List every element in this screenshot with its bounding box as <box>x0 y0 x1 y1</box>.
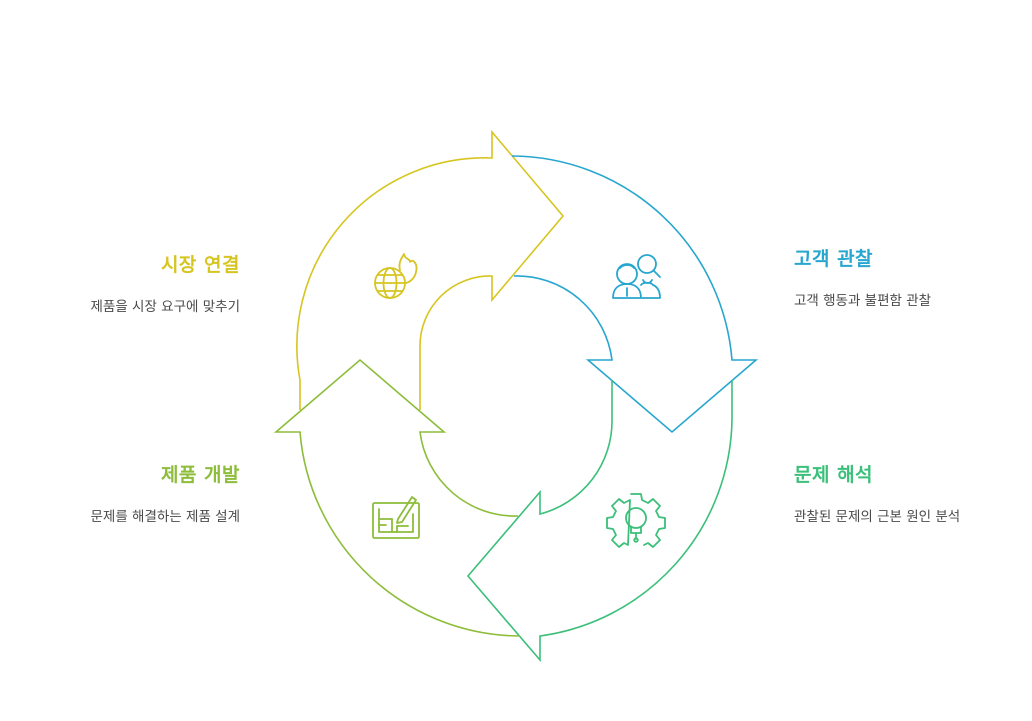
step-product-title: 제품 개발 <box>160 464 240 486</box>
globe-fire-icon <box>374 253 418 299</box>
step-market-desc: 제품을 시장 요구에 맞추기 <box>90 299 241 315</box>
step-market: 시장 연결 제품을 시장 요구에 맞추기 <box>0 250 241 315</box>
gear-bulb-icon <box>606 493 666 548</box>
segment-customer <box>511 155 759 434</box>
segment-market <box>296 129 565 410</box>
step-problem: 문제 해석 관찰된 문제의 근본 원인 분석 <box>794 460 1032 525</box>
segment-product <box>273 358 521 637</box>
step-market-title: 시장 연결 <box>160 254 240 276</box>
step-problem-desc: 관찰된 문제의 근본 원인 분석 <box>794 509 961 525</box>
step-product: 제품 개발 문제를 해결하는 제품 설계 <box>0 460 241 525</box>
segment-problem <box>466 380 733 663</box>
people-search-icon <box>612 254 661 299</box>
step-customer-title: 고객 관찰 <box>794 248 874 270</box>
step-customer: 고객 관찰 고객 행동과 불편함 관찰 <box>794 244 1032 309</box>
step-customer-desc: 고객 행동과 불편함 관찰 <box>794 293 932 309</box>
blueprint-pencil-icon <box>372 496 420 539</box>
step-product-desc: 문제를 해결하는 제품 설계 <box>90 509 241 525</box>
step-problem-title: 문제 해석 <box>794 464 874 486</box>
